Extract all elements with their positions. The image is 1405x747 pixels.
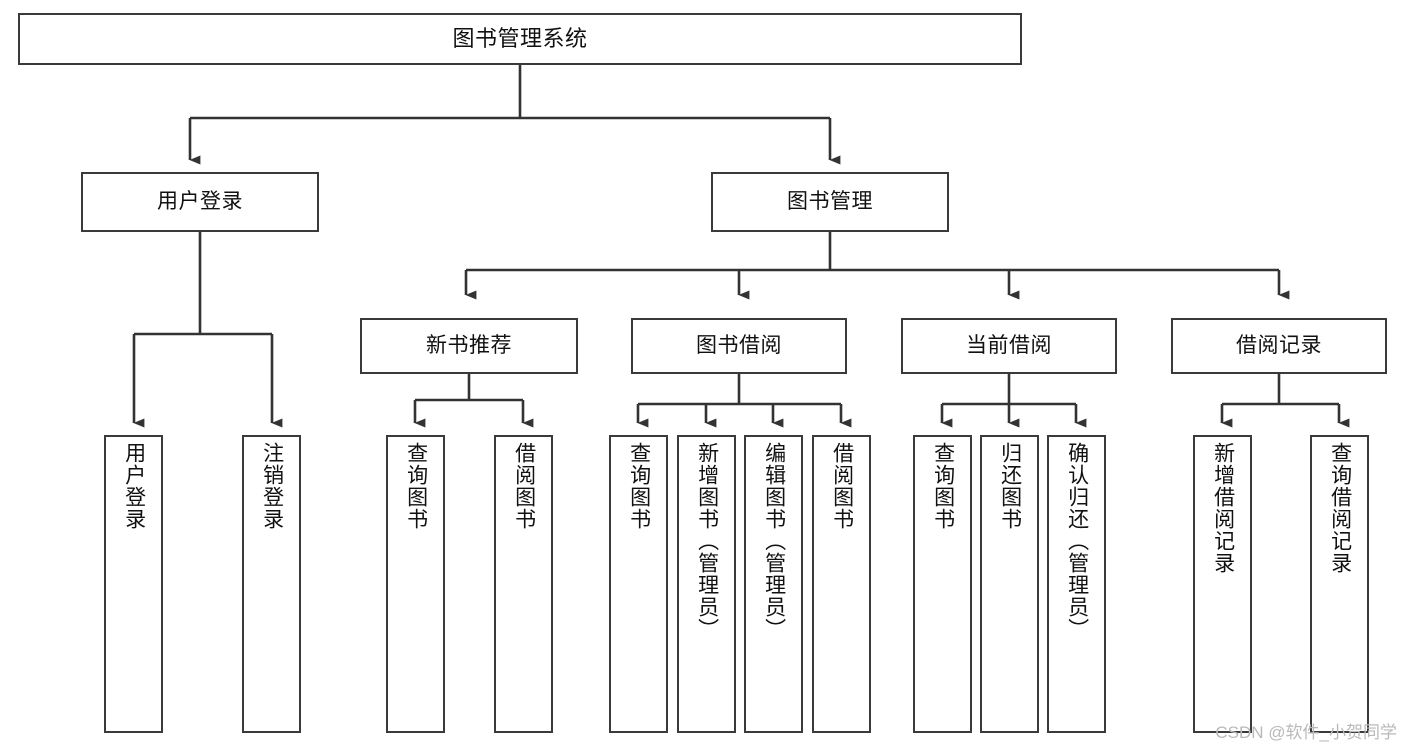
node-leaf-borrow-book[interactable]: 借阅图书	[812, 435, 871, 733]
node-label: 查询图书	[627, 442, 651, 530]
node-label: 查询图书	[931, 442, 955, 530]
node-leaf-add-borrow-record[interactable]: 新增借阅记录	[1193, 435, 1252, 733]
node-label: 用户登录	[122, 442, 146, 530]
node-label: 查询借阅记录	[1328, 442, 1352, 574]
node-label: 查询图书	[404, 442, 428, 530]
node-label: 借阅图书	[512, 442, 536, 530]
csdn-watermark: CSDN @软件_小贺同学	[1215, 723, 1397, 742]
node-new-book-recommend[interactable]: 新书推荐	[360, 318, 578, 374]
node-user-login[interactable]: 用户登录	[81, 172, 319, 232]
node-leaf-query-book-borrow[interactable]: 查询图书	[609, 435, 668, 733]
node-label: 编辑图书（管理员）	[762, 442, 786, 640]
node-label: 注销登录	[260, 442, 284, 530]
node-label: 当前借阅	[966, 333, 1052, 357]
node-root-book-management-system[interactable]: 图书管理系统	[18, 13, 1022, 65]
node-label: 归还图书	[998, 442, 1022, 530]
node-leaf-logout-login[interactable]: 注销登录	[242, 435, 301, 733]
node-current-borrow[interactable]: 当前借阅	[901, 318, 1117, 374]
node-leaf-query-book-current[interactable]: 查询图书	[913, 435, 972, 733]
node-label: 新书推荐	[426, 333, 512, 357]
node-label: 借阅记录	[1236, 333, 1322, 357]
node-leaf-add-book[interactable]: 新增图书（管理员）	[677, 435, 736, 733]
node-label: 图书管理	[787, 189, 873, 213]
node-label: 借阅图书	[830, 442, 854, 530]
node-label: 确认归还（管理员）	[1065, 442, 1089, 640]
node-leaf-user-login[interactable]: 用户登录	[104, 435, 163, 733]
node-leaf-query-book-recommend[interactable]: 查询图书	[386, 435, 445, 733]
node-leaf-query-borrow-record[interactable]: 查询借阅记录	[1310, 435, 1369, 733]
node-label: 用户登录	[157, 189, 243, 213]
node-label: 图书借阅	[696, 333, 782, 357]
node-leaf-borrow-book-recommend[interactable]: 借阅图书	[494, 435, 553, 733]
node-label: 新增借阅记录	[1211, 442, 1235, 574]
node-label: 新增图书（管理员）	[695, 442, 719, 640]
node-book-management[interactable]: 图书管理	[711, 172, 949, 232]
node-leaf-return-book[interactable]: 归还图书	[980, 435, 1039, 733]
node-borrow-record[interactable]: 借阅记录	[1171, 318, 1387, 374]
node-label: 图书管理系统	[452, 26, 588, 52]
node-leaf-confirm-return[interactable]: 确认归还（管理员）	[1047, 435, 1106, 733]
node-book-borrow[interactable]: 图书借阅	[631, 318, 847, 374]
node-leaf-edit-book[interactable]: 编辑图书（管理员）	[744, 435, 803, 733]
